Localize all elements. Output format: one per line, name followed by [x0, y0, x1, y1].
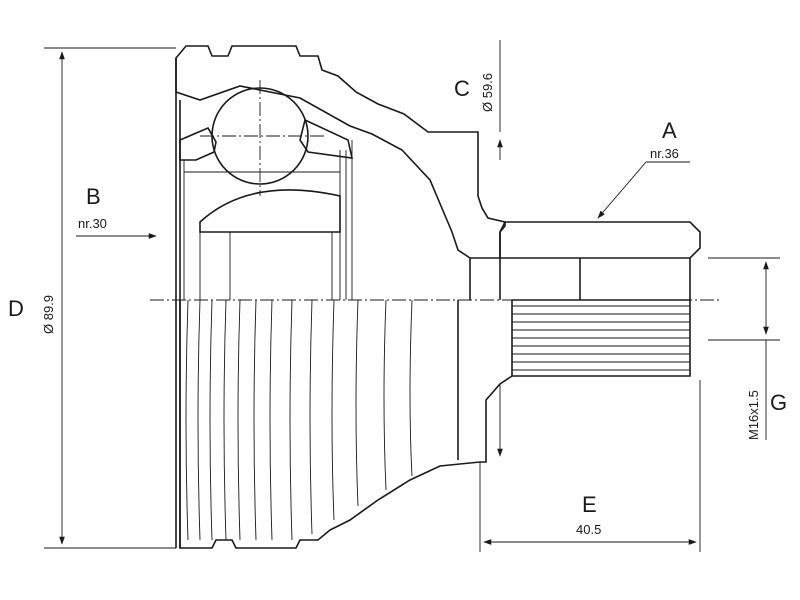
stub-shaft-hatched	[499, 221, 701, 259]
label-e-letter: E	[582, 492, 597, 517]
dimension-e	[479, 380, 701, 552]
cage-hatched	[179, 126, 217, 161]
hatched-section	[175, 45, 701, 259]
inner-race-hatched	[199, 189, 341, 233]
label-e-value: 40.5	[576, 522, 601, 537]
label-g-letter: G	[770, 390, 787, 415]
dimension-a	[597, 161, 690, 219]
bell-ribs	[185, 299, 413, 541]
bell-shell-hatched	[175, 45, 506, 259]
label-a-letter: A	[662, 118, 677, 143]
dimension-g	[708, 257, 780, 440]
label-b-value: nr.30	[78, 216, 107, 231]
label-c-value: Ø 59.6	[480, 73, 495, 112]
label-c-letter: C	[454, 76, 470, 101]
dimension-d	[44, 47, 176, 549]
shaft-splines	[512, 305, 690, 371]
label-b-letter: B	[86, 184, 101, 209]
label-a-value: nr.36	[650, 146, 679, 161]
label-g-value: M16x1.5	[746, 390, 761, 440]
cage-hatched-right	[299, 118, 354, 159]
label-d-value: Ø 89.9	[41, 295, 56, 334]
label-d-letter: D	[8, 296, 24, 321]
